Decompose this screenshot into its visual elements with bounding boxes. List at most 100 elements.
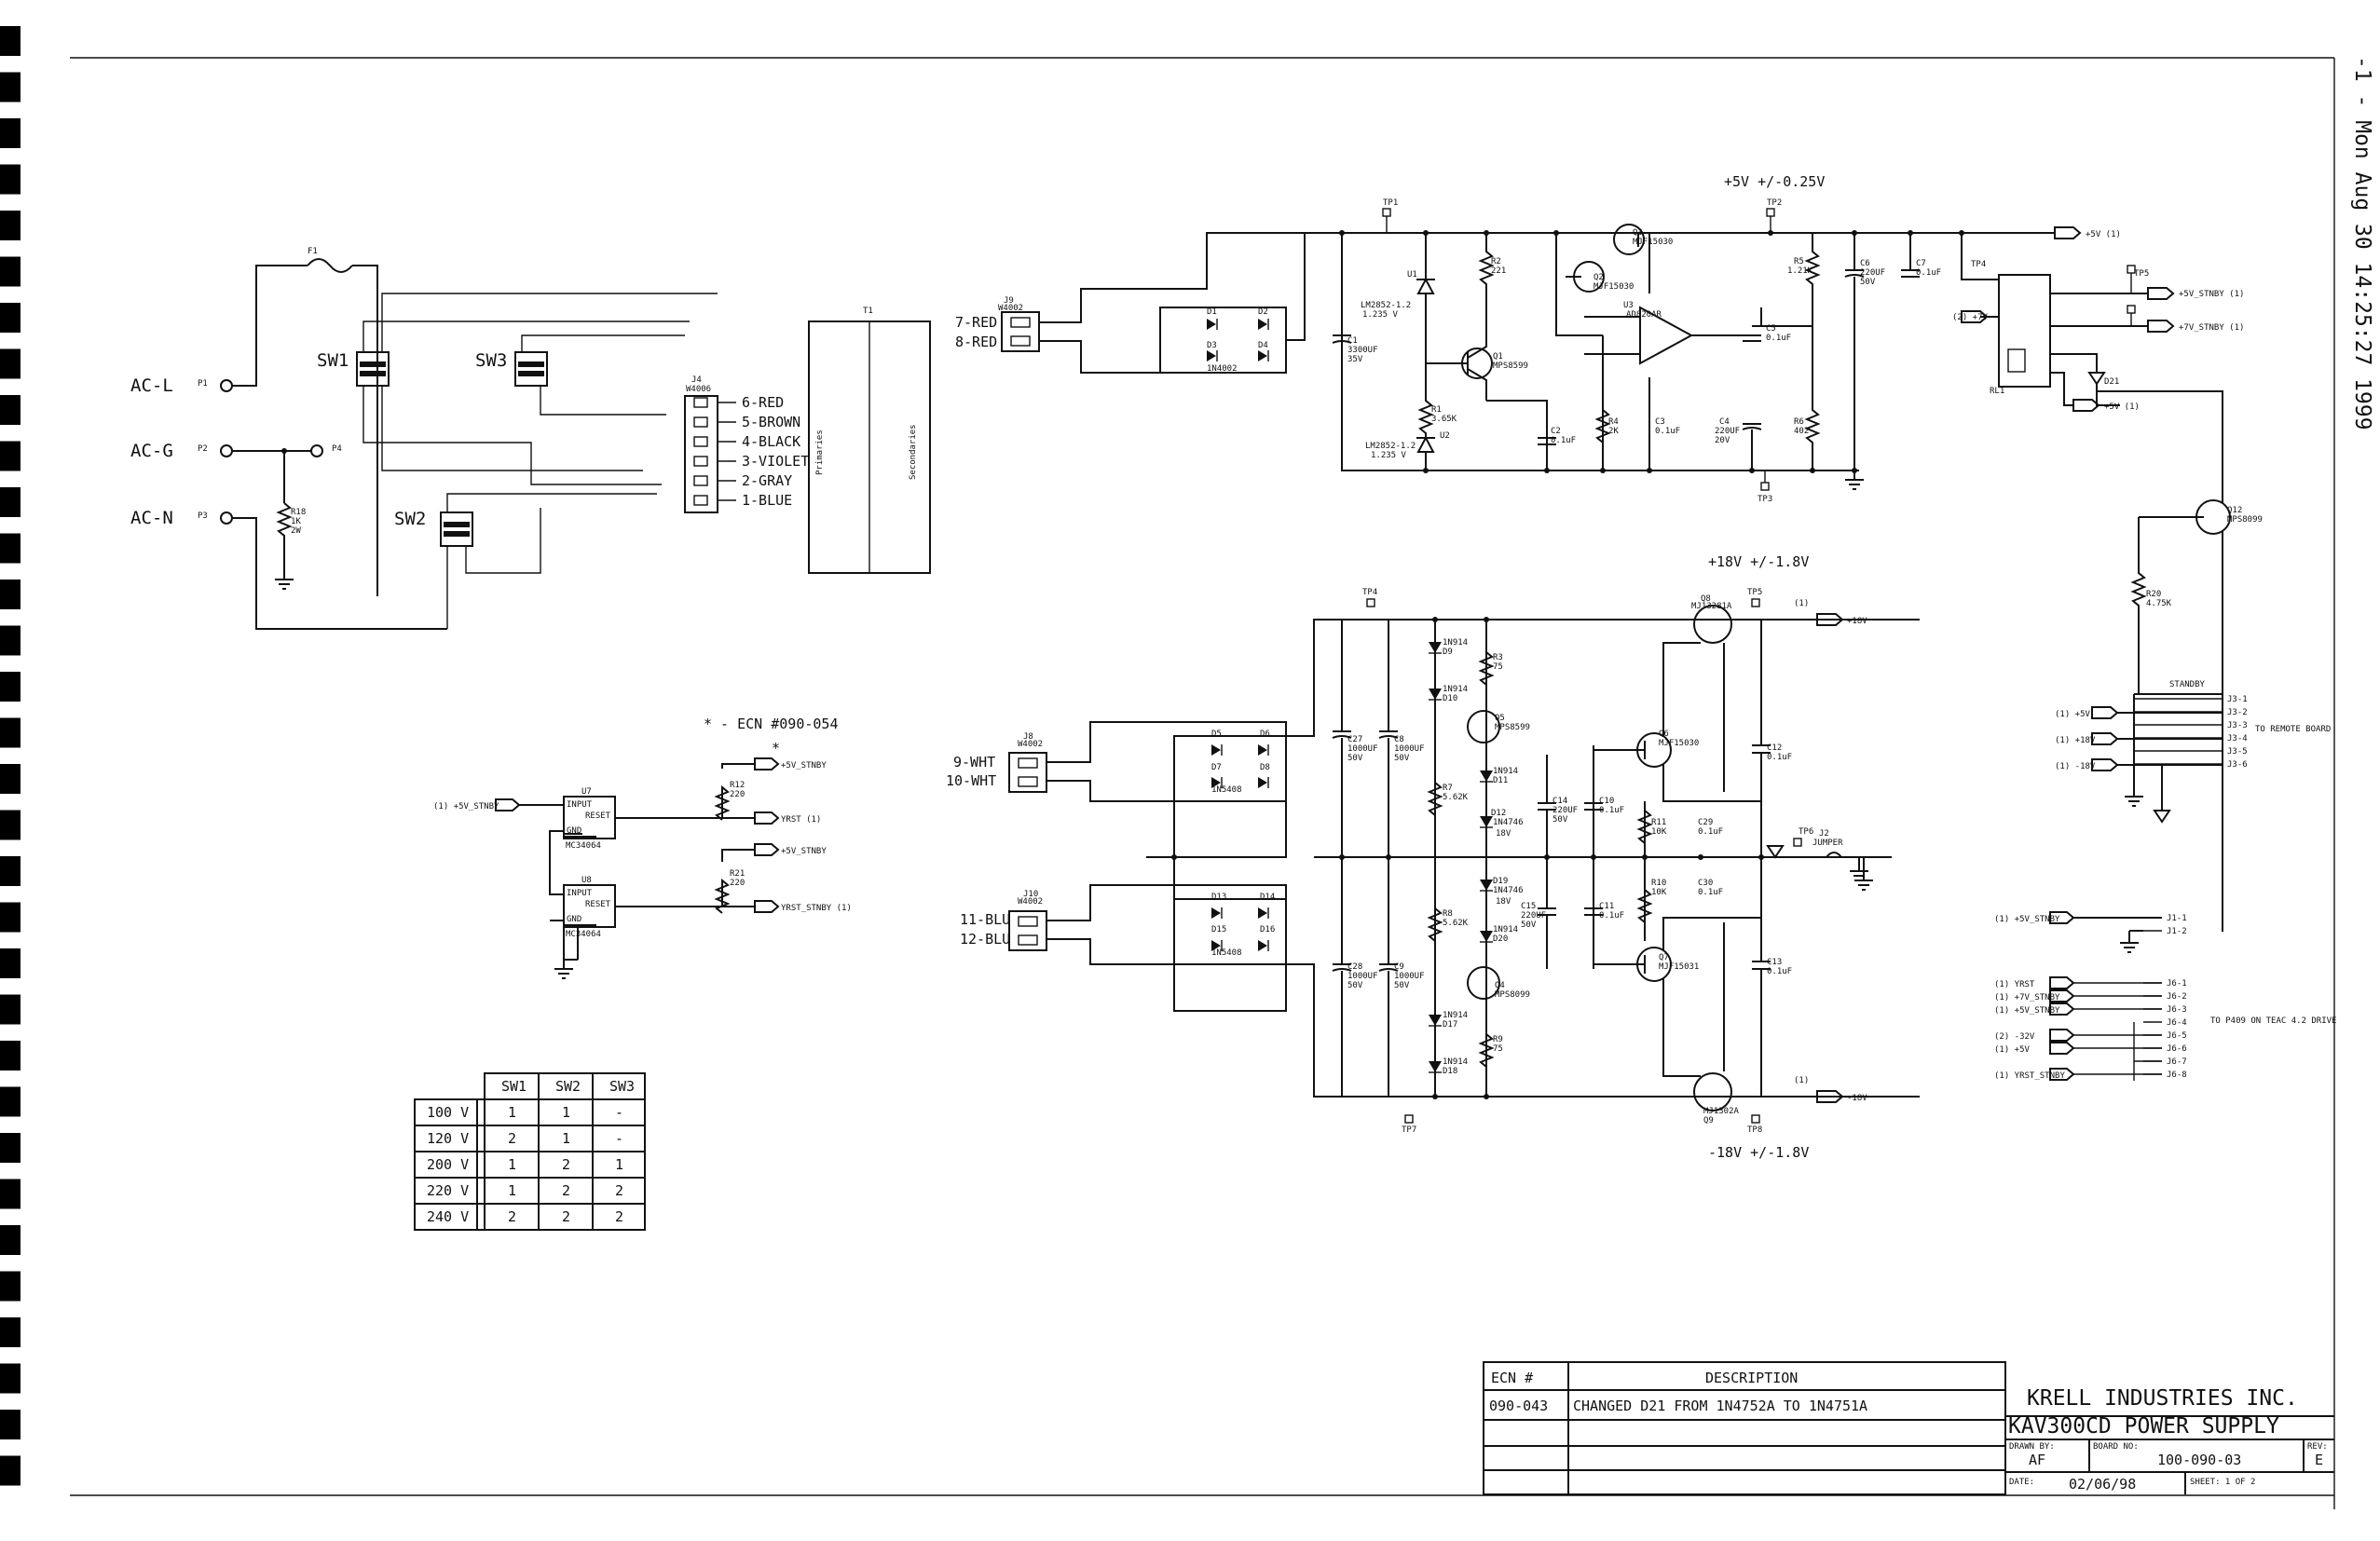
plus5v-component-label: MJF15030 <box>1594 282 1634 292</box>
pm18v-component-label: TP8 <box>1747 1125 1762 1135</box>
pm18v-component-label: 1N914 <box>1443 1057 1468 1067</box>
binder-hole <box>0 1271 21 1302</box>
pm18v-component-label: 5.62K <box>1443 919 1469 928</box>
j4-pin-3: 3-VIOLET <box>742 453 809 470</box>
plus5v-component-label: 1.235 V <box>1371 451 1407 460</box>
pm18v-component-label: D16 <box>1260 925 1275 934</box>
standby-ground <box>2125 694 2143 807</box>
binder-hole <box>0 72 21 102</box>
pm18v-component-label: C12 <box>1767 743 1782 753</box>
out-plus18v-label: +18V <box>1847 617 1867 626</box>
j3-input-port <box>2091 706 2119 719</box>
u8-gnd: GND <box>567 915 581 924</box>
in-7v-label: (2) +7V <box>1952 313 1989 322</box>
pm18v-component-label: 50V <box>1347 981 1363 990</box>
plus5v-component-label: C4 <box>1719 417 1730 427</box>
j1-input-label: (1) +5V_STNBY <box>1994 915 2060 924</box>
tb-board-label: BOARD NO: <box>2093 1442 2139 1452</box>
out-minus18v-ref: (1) <box>1794 1076 1809 1085</box>
pm18v-component-label: D14 <box>1260 893 1275 902</box>
plus5v-component-label: TP2 <box>1767 198 1782 208</box>
pm18v-component-label: 18V <box>1496 897 1511 907</box>
pm18v-component-label: TP4 <box>1362 588 1377 597</box>
j4-pin-5: 5-BROWN <box>742 414 800 430</box>
binder-hole <box>0 487 21 517</box>
binder-hole <box>0 395 21 425</box>
connector-j9 <box>1001 311 1040 352</box>
plus5v-component-label: C6 <box>1860 259 1870 268</box>
plus5v-component-label: 50V <box>1860 278 1876 287</box>
plus5v-component-label: R2 <box>1491 257 1501 266</box>
pm18v-component-label: 1N914 <box>1443 638 1468 648</box>
p4-terminal <box>310 444 323 457</box>
plus5v-component-label: 402 <box>1794 427 1809 436</box>
j3-input-label: (1) -18V <box>2055 762 2096 771</box>
j6-pin-label: J6-4 <box>2167 1018 2187 1028</box>
plus5v-component-label: Q3 <box>1633 228 1643 238</box>
tb-date: 02/06/98 <box>2069 1476 2136 1493</box>
binder-hole <box>0 580 21 609</box>
table-sw1-cell: 1 <box>508 1104 516 1121</box>
j4-pin-socket <box>693 475 708 486</box>
connector-j10 <box>1008 910 1047 951</box>
table-voltage-cell: 220 V <box>427 1182 469 1199</box>
tb-rev: E <box>2315 1452 2323 1468</box>
q9-transistor <box>1693 1072 1732 1111</box>
j6-ground-wire <box>2133 1022 2162 1081</box>
plus5v-component-label: 1N4002 <box>1207 364 1238 374</box>
pm18v-component-label: MPS8099 <box>1495 990 1530 1000</box>
plus5v-component-label: C5 <box>1766 324 1776 334</box>
j3-input-label: (1) +5V <box>2055 710 2091 719</box>
u7-label: U7 <box>581 787 592 797</box>
j4-label: J4 <box>691 375 702 385</box>
pm18v-component-label: 1N4746 <box>1493 886 1524 895</box>
pm18v-component-label: 1N914 <box>1493 925 1518 934</box>
pm18v-component-label: 220UF <box>1552 806 1578 815</box>
relay-rl1 <box>1998 274 2051 388</box>
plus5v-component-label: Q12 <box>2227 506 2242 515</box>
j6-input-port <box>2049 1068 2075 1081</box>
tb-drawn-by: AF <box>2029 1452 2045 1468</box>
rst-label: YRST (1) <box>781 815 821 825</box>
j6-pin-label: J6-7 <box>2167 1057 2187 1067</box>
binder-hole <box>0 118 21 148</box>
filter-capacitor-top <box>1538 755 1556 857</box>
pm18v-component-label: 50V <box>1394 981 1410 990</box>
wire-11-blu: 11-BLU <box>960 911 1010 928</box>
pm18v-component-label: 1N4746 <box>1493 818 1524 827</box>
pm18v-component-label: D20 <box>1493 934 1508 944</box>
pm18v-component-label: C10 <box>1599 797 1614 806</box>
pm18v-component-label: 0.1uF <box>1698 827 1723 837</box>
plus5v-component-label: 220UF <box>1715 427 1740 436</box>
table-voltage-cell: 120 V <box>427 1130 469 1147</box>
p2-label: P2 <box>198 444 208 454</box>
plus5v-rail-label: +5V +/-0.25V <box>1724 173 1825 190</box>
out-plus5v-label: +5V (1) <box>2086 230 2121 239</box>
tb-desc: CHANGED D21 FROM 1N4752A TO 1N4751A <box>1573 1398 1867 1414</box>
j6-input-label: (2) -32V <box>1994 1032 2035 1042</box>
pm18v-component-label: D10 <box>1443 694 1457 703</box>
out-plus18v-ref: (1) <box>1794 599 1809 608</box>
j4-pin-socket <box>693 416 708 428</box>
j6-destination: TO P409 ON TEAC 4.2 DRIVE <box>2210 1016 2336 1026</box>
pm18v-component-label: W4002 <box>1018 740 1043 749</box>
t1-primaries: Primaries <box>815 430 825 475</box>
plus5v-component-label: 3.65K <box>1431 415 1457 424</box>
binder-hole <box>0 1179 21 1209</box>
plus5v-component-label: C3 <box>1655 417 1665 427</box>
table-sw2-cell: 2 <box>562 1156 570 1173</box>
j1-ground <box>2120 930 2143 953</box>
ecn-star: * <box>772 740 780 757</box>
binder-hole <box>0 625 21 656</box>
pm18v-component-label: 50V <box>1347 754 1363 763</box>
u8-input: INPUT <box>567 889 593 898</box>
pm18v-component-label: 75 <box>1493 1044 1503 1054</box>
pm18v-component-label: 0.1uF <box>1599 806 1624 815</box>
pm18v-component-label: R7 <box>1443 784 1453 793</box>
bulk-capacitor-bottom <box>1332 857 1352 1097</box>
binder-hole <box>0 1225 21 1255</box>
sw1-label: SW1 <box>317 350 349 371</box>
j1-input-port <box>2049 911 2075 924</box>
table-sw3-cell: - <box>615 1130 623 1147</box>
pm18v-component-label: 0.1uF <box>1767 753 1792 762</box>
